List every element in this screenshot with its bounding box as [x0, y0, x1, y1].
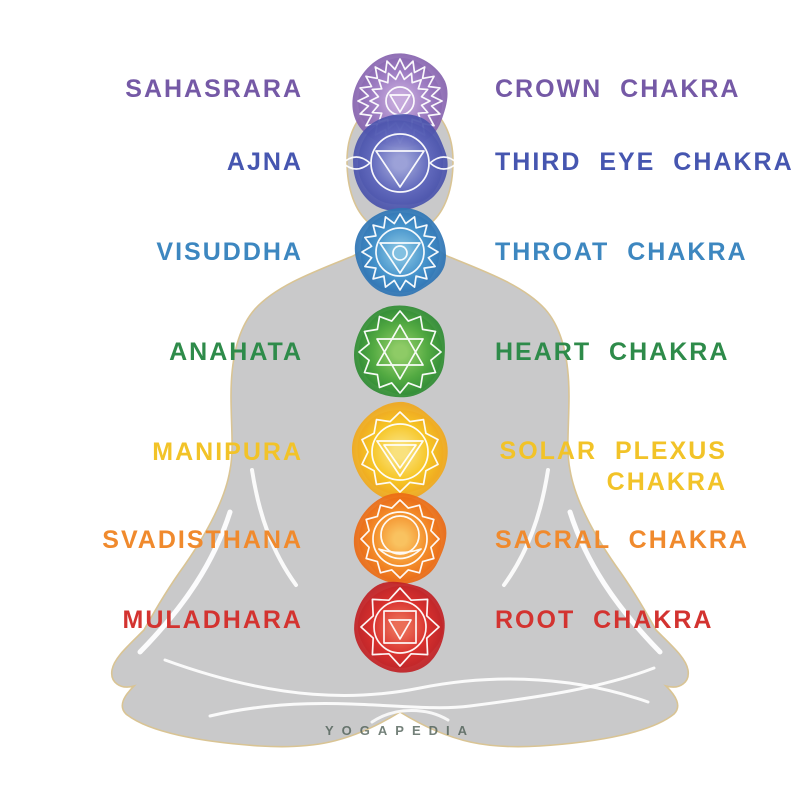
right-arm-gap-line [567, 509, 663, 655]
silhouette-crease-lines [137, 468, 663, 724]
third-eye-chakra-icon [341, 104, 458, 221]
sacral-chakra-icon [339, 477, 462, 600]
foot-crease [370, 709, 450, 724]
label-muladhara: MULADHARA [122, 606, 303, 634]
label-solar-plexus-line2: CHAKRA [606, 468, 727, 496]
left-torso-gap-line [250, 468, 298, 587]
label-visuddha: VISUDDHA [156, 238, 303, 266]
label-sahasrara: SAHASRARA [125, 75, 303, 103]
label-root-chakra: ROOT CHAKRA [495, 606, 714, 634]
right-torso-gap-line [502, 468, 550, 587]
label-third-eye-chakra: THIRD EYE CHAKRA [495, 148, 794, 176]
label-svadisthana: SVADISTHANA [102, 526, 303, 554]
label-anahata: ANAHATA [169, 338, 303, 366]
chakra-symbols-column [332, 38, 467, 685]
lower-leg-crease [208, 666, 656, 718]
watermark-text: YOGAPEDIA [324, 723, 476, 738]
label-heart-chakra: HEART CHAKRA [495, 338, 730, 366]
label-sacral-chakra: SACRAL CHAKRA [495, 526, 749, 554]
label-manipura: MANIPURA [152, 438, 303, 466]
label-ajna: AJNA [226, 148, 303, 176]
label-solar-plexus-line1: SOLAR PLEXUS [499, 437, 727, 465]
label-crown-chakra: CROWN CHAKRA [495, 75, 741, 103]
label-throat-chakra: THROAT CHAKRA [495, 238, 748, 266]
heart-chakra-icon [343, 295, 458, 409]
left-arm-gap-line [137, 509, 233, 655]
throat-chakra-icon [341, 193, 460, 310]
root-chakra-icon [341, 569, 458, 685]
upper-leg-crease [163, 658, 650, 704]
solar-plexus-chakra-icon [332, 384, 467, 519]
label-solar-plexus-chakra: SOLAR PLEXUS CHAKRA [495, 436, 727, 498]
